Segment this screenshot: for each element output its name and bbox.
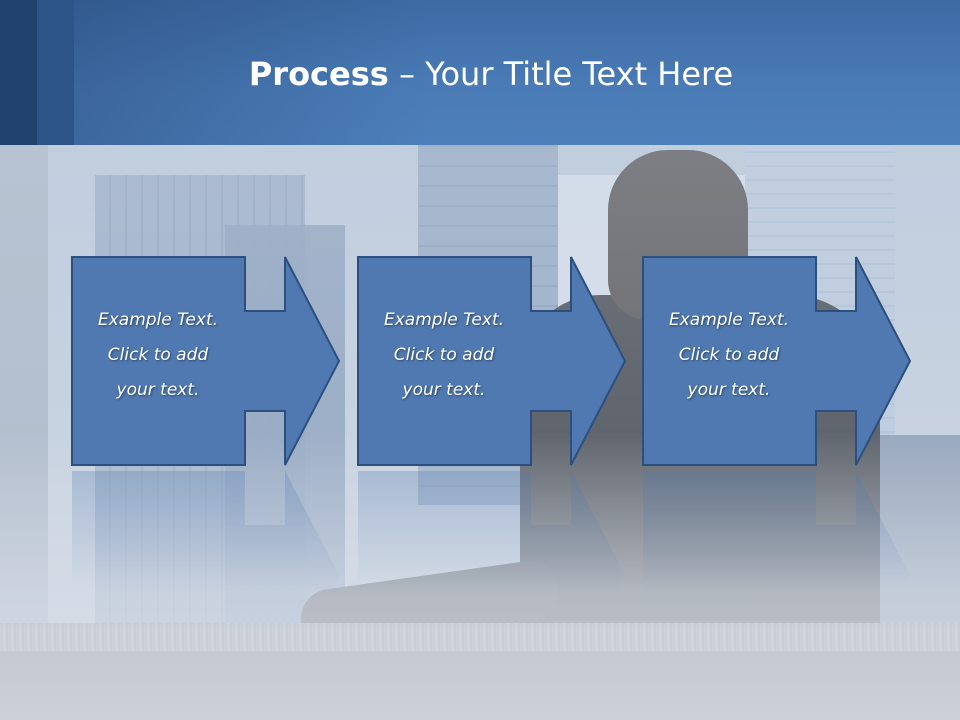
process-step-2[interactable]: Example Text. Click to add your text.: [357, 256, 627, 466]
step-2-reflection: [357, 470, 627, 590]
header-shade: [74, 0, 960, 145]
step-2-line-3: your text.: [402, 379, 486, 400]
title-bold-part: Process: [248, 55, 389, 93]
step-3-line-1: Example Text.: [668, 309, 790, 330]
step-1-line-2: Click to add: [107, 344, 209, 365]
step-1-callout-arrow: [71, 256, 341, 466]
step-1-line-1: Example Text.: [97, 309, 219, 330]
slide-title[interactable]: Process – Your Title Text Here: [74, 52, 908, 96]
step-3-callout-arrow: [642, 256, 912, 466]
process-step-1[interactable]: Example Text. Click to add your text.: [71, 256, 341, 466]
step-3-line-2: Click to add: [678, 344, 780, 365]
step-1-reflection: [71, 470, 341, 590]
process-step-3[interactable]: Example Text. Click to add your text.: [642, 256, 912, 466]
step-3-line-3: your text.: [687, 379, 771, 400]
step-2-line-2: Click to add: [393, 344, 495, 365]
step-2-line-1: Example Text.: [383, 309, 505, 330]
title-bar: Process – Your Title Text Here: [0, 0, 960, 145]
accent-strip-dark: [0, 0, 37, 145]
step-2-text[interactable]: Example Text. Click to add your text.: [357, 256, 531, 466]
step-3-text[interactable]: Example Text. Click to add your text.: [642, 256, 816, 466]
step-1-line-3: your text.: [116, 379, 200, 400]
step-3-reflection: [642, 470, 912, 590]
accent-strip-mid: [37, 0, 74, 145]
step-2-callout-arrow: [357, 256, 627, 466]
title-rest-part: – Your Title Text Here: [388, 55, 734, 93]
step-1-text[interactable]: Example Text. Click to add your text.: [71, 256, 245, 466]
